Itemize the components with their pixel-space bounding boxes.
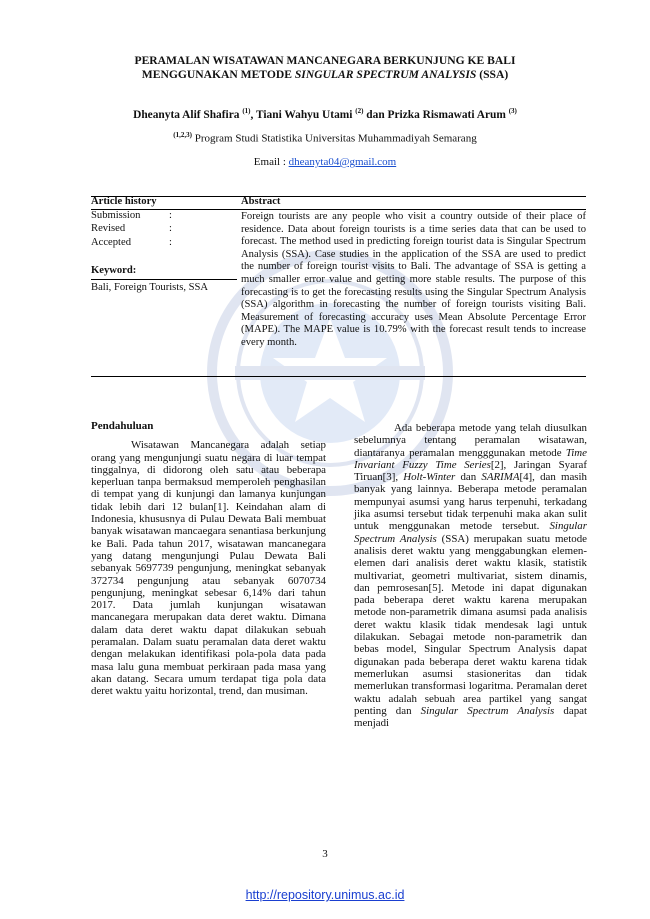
body-column-right: Ada beberapa metode yang telah diusulkan… bbox=[354, 422, 587, 729]
email-label: Email : bbox=[253, 156, 289, 168]
body-paragraph: Ada beberapa metode yang telah diusulkan… bbox=[354, 422, 588, 730]
keyword-rule bbox=[91, 279, 237, 280]
author-2-marker: (2) bbox=[355, 107, 364, 115]
repository-link[interactable]: http://repository.unimus.ac.id bbox=[245, 888, 405, 902]
history-row: Submission : bbox=[91, 210, 172, 221]
title-line-1: PERAMALAN WISATAWAN MANCANEGARA BERKUNJU… bbox=[134, 54, 516, 67]
article-history-column: Article history Submission : Revised : A… bbox=[91, 196, 237, 293]
abstract-column: Abstract Foreign tourists are any people… bbox=[241, 196, 586, 350]
abstract-header: Abstract bbox=[241, 196, 281, 207]
history-row: Accepted : bbox=[91, 236, 172, 248]
affiliation-marker: (1,2,3) bbox=[173, 131, 192, 139]
table-top-rule bbox=[91, 196, 586, 197]
author-3: Prizka Rismawati Arum bbox=[387, 108, 506, 121]
affiliation: (1,2,3) Program Studi Statistika Univers… bbox=[173, 131, 477, 145]
section-heading: Pendahuluan bbox=[91, 420, 154, 432]
author-1-marker: (1) bbox=[242, 107, 251, 115]
email-link[interactable]: dheanyta04@gmail.com bbox=[288, 156, 397, 168]
article-info-table: Article history Submission : Revised : A… bbox=[91, 196, 586, 377]
history-row: Revised : bbox=[91, 223, 172, 235]
table-bottom-rule bbox=[91, 376, 586, 377]
abstract-text: Foreign tourists are any people who visi… bbox=[241, 211, 586, 348]
author-list: Dheanyta Alif Shafira (1), Tiani Wahyu U… bbox=[133, 107, 517, 121]
repository-footer: http://repository.unimus.ac.id bbox=[0, 888, 650, 902]
author-3-marker: (3) bbox=[508, 107, 517, 115]
table-header-rule bbox=[91, 209, 586, 210]
author-1: Dheanyta Alif Shafira bbox=[133, 108, 240, 121]
body-paragraph: Wisatawan Mancanegara adalah setiap oran… bbox=[91, 439, 326, 698]
article-history-header: Article history bbox=[91, 196, 157, 207]
title-method-italic: SINGULAR SPECTRUM ANALYSIS bbox=[294, 68, 477, 81]
title-line-2: MENGGUNAKAN METODE SINGULAR SPECTRUM ANA… bbox=[141, 68, 509, 81]
keyword-list: Bali, Foreign Tourists, SSA bbox=[91, 282, 209, 293]
body-column-left: Pendahuluan Wisatawan Mancanegara adalah… bbox=[91, 420, 326, 698]
email-line: Email : dheanyta04@gmail.com bbox=[60, 156, 590, 168]
author-2: Tiani Wahyu Utami bbox=[255, 108, 353, 121]
page-number: 3 bbox=[322, 848, 328, 860]
paper-title: PERAMALAN WISATAWAN MANCANEGARA BERKUNJU… bbox=[60, 54, 590, 82]
keyword-header: Keyword: bbox=[91, 265, 137, 276]
